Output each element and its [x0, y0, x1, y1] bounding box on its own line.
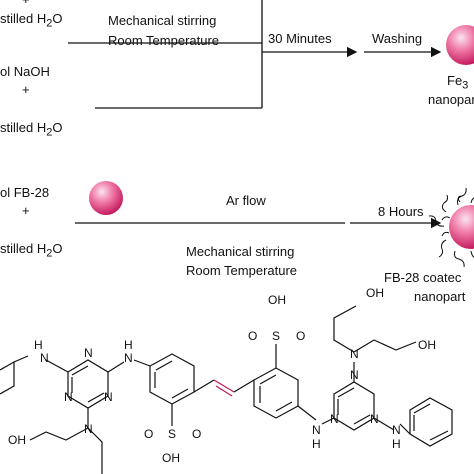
fb28-coated-nanoparticle — [428, 187, 474, 268]
reagent-b-naoh: ol NaOH — [0, 64, 50, 79]
top-conditions-temperature: Room Temperature — [108, 33, 220, 48]
reagent-a-plus: + — [22, 0, 30, 7]
n-left-amine: N — [84, 422, 93, 436]
reagent-fb28: ol FB-28 — [0, 185, 50, 200]
reagent-a-water: stilled H2O — [0, 11, 63, 30]
mid-conditions-temperature: Room Temperature — [186, 263, 298, 278]
fe3o4-sphere-reagent — [89, 181, 123, 215]
nh-mid-label: H — [124, 338, 133, 352]
product-fb28-coated-label: FB-28 coatec — [384, 270, 462, 285]
sulfo-bot-o2: O — [192, 427, 201, 441]
reagent-fb28-water: stilled H2O — [0, 241, 63, 260]
n-right-label2: N — [392, 423, 401, 437]
n-amine-right: N — [350, 347, 359, 361]
sulfo-bot-oh: OH — [162, 451, 180, 465]
n-left-label: N — [40, 351, 49, 365]
step-washing: Washing — [372, 31, 423, 46]
sulfo-bot-o1: O — [144, 427, 153, 441]
mid-conditions-stirring: Mechanical stirring — [186, 244, 295, 259]
oh-top2-label: OH — [418, 338, 436, 352]
reagent-fb28-plus: + — [22, 203, 30, 218]
n-ring-right1: N — [350, 368, 359, 382]
n-left-triazine1: N — [84, 346, 93, 360]
sulfo-top-o1: O — [248, 329, 257, 343]
sulfo-bot-s: S — [168, 427, 176, 441]
ar-flow-label: Ar flow — [226, 193, 266, 208]
n-mid-label: N — [124, 351, 133, 365]
sulfo-top-s: S — [272, 329, 280, 343]
n-right-label1: N — [312, 423, 321, 437]
sulfo-top-o2: O — [296, 329, 305, 343]
sulfo-top-oh: OH — [268, 293, 286, 307]
n-ring-right3: N — [370, 412, 379, 426]
n-left-triazine3: N — [104, 390, 113, 404]
product-fe3o4-label: Fe3 — [447, 73, 469, 92]
n-left-triazine2: N — [64, 390, 73, 404]
step-8-hours: 8 Hours — [378, 204, 424, 219]
oh-bottom-label: OH — [8, 433, 26, 447]
reagent-b-water: stilled H2O — [0, 120, 63, 139]
nh-right-label2: H — [392, 437, 401, 451]
nh-left-label: H — [34, 338, 43, 352]
product-fb28-nanoparticle-label: nanopart — [414, 289, 466, 304]
oh-top1-label: OH — [366, 286, 384, 300]
nh-right-label1: H — [312, 437, 321, 451]
product-nanoparticle-label: nanopar — [428, 92, 474, 107]
reagent-b-plus: + — [22, 82, 30, 97]
fe3o4-nanoparticle — [446, 25, 474, 65]
step-30-minutes: 30 Minutes — [268, 31, 332, 46]
n-ring-right2: N — [330, 412, 339, 426]
top-conditions-stirring: Mechanical stirring — [108, 13, 217, 28]
